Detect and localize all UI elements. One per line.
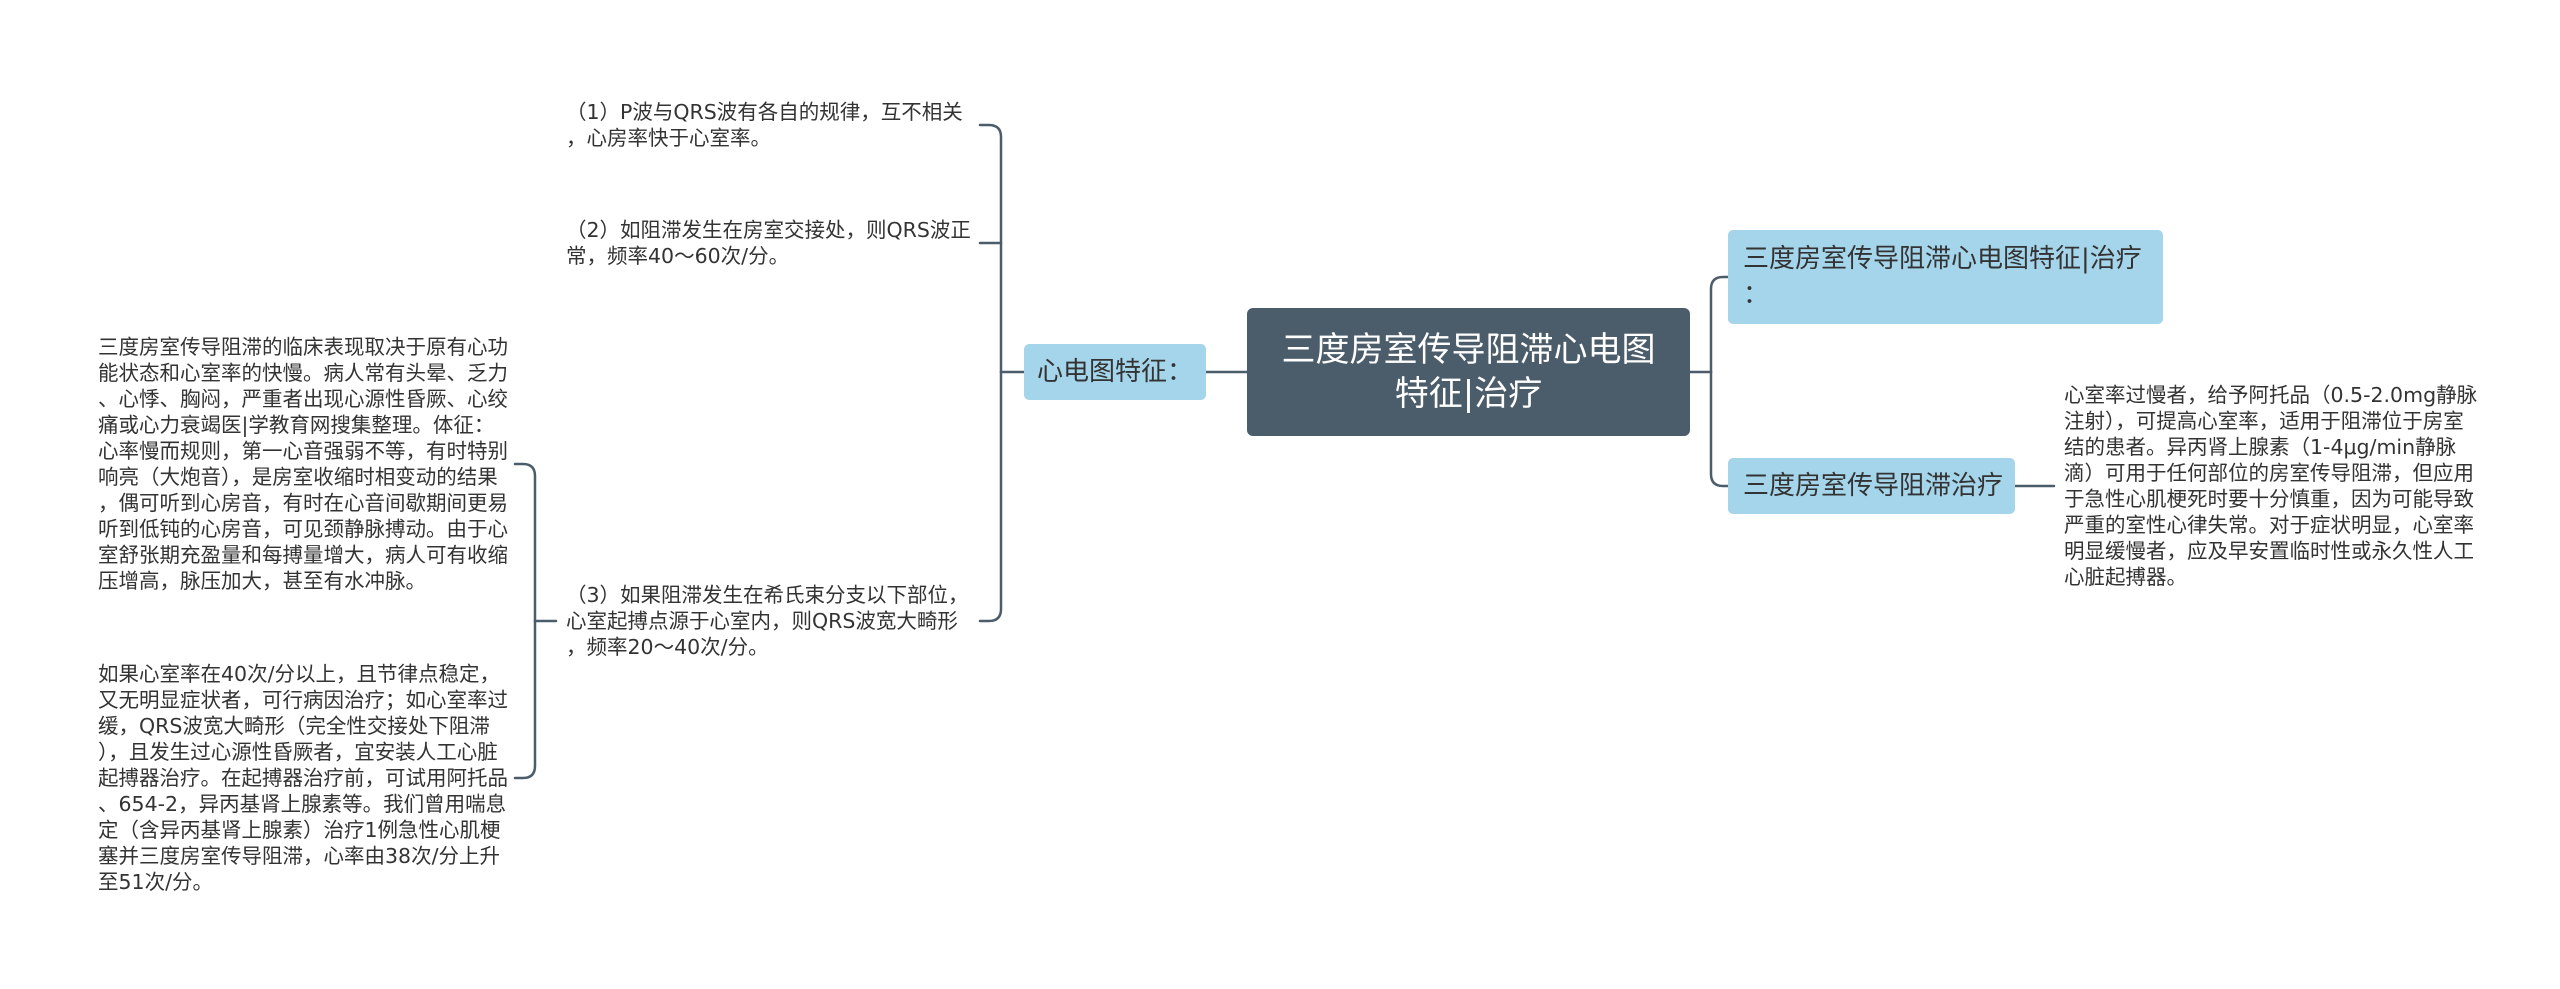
connector-to-right-bottom-branch [1709,370,1730,488]
branch-treatment: 三度房室传导阻滞治疗 [1728,458,2015,514]
leaf-line: 心率慢而规则，第一心音强弱不等，有时特别 [98,439,508,463]
leaf-line: 滴）可用于任何部位的房室传导阻滞，但应用 [2064,461,2474,485]
leaf-line: 听到低钝的心房音，可见颈静脉搏动。由于心 [98,517,508,541]
leaf-line: 明显缓慢者，应及早安置临时性或永久性人工 [2064,539,2474,563]
connector-to-leaf-3 [978,370,1003,623]
leaf-line: 至51次/分。 [98,870,213,894]
leaf-line: 常，频率40～60次/分。 [566,244,790,268]
connector-to-right-top-branch [1709,275,1730,374]
leaf-line: 响亮（大炮音），是房室收缩时相变动的结果 [98,465,498,489]
leaf-line: 三度房室传导阻滞的临床表现取决于原有心功 [98,335,508,359]
leaf-line: ，偶可听到心房音，有时在心音间歇期间更易 [98,491,508,515]
leaf-line: 室舒张期充盈量和每搏量增大，病人可有收缩 [98,543,508,567]
leaf-clinical-manifestation: 三度房室传导阻滞的临床表现取决于原有心功 能状态和心室率的快慢。病人常有头晕、乏… [98,334,508,594]
leaf-line: 心室起搏点源于心室内，则QRS波宽大畸形 [566,609,958,633]
leaf-line: 塞并三度房室传导阻滞，心率由38次/分上升 [98,844,500,868]
branch-ecg-features: 心电图特征： [1024,344,1206,400]
leaf-line: ），且发生过心源性昏厥者，宜安装人工心脏 [98,740,498,764]
branch-ecg-features-treatment: 三度房室传导阻滞心电图特征|治疗 ： [1728,230,2163,324]
leaf-ecg-feature-2: （2）如阻滞发生在房室交接处，则QRS波正 常，频率40～60次/分。 [566,217,971,269]
leaf-line: （3）如果阻滞发生在希氏束分支以下部位， [566,583,969,607]
leaf-line: 痛或心力衰竭医|学教育网搜集整理。体征： [98,413,495,437]
leaf-line: 如果心室率在40次/分以上，且节律点稳定， [98,662,500,686]
leaf-line: 心室率过慢者，给予阿托品（0.5-2.0mg静脉 [2064,383,2478,407]
branch-line: ： [1743,280,1770,310]
leaf-line: 定（含异丙基肾上腺素）治疗1例急性心肌梗 [98,818,501,842]
leaf-line: 注射），可提高心室率，适用于阻滞位于房室 [2064,409,2464,433]
leaf-treatment-note: 如果心室率在40次/分以上，且节律点稳定， 又无明显症状者，可行病因治疗；如心室… [98,661,508,895]
leaf-line: 起搏器治疗。在起搏器治疗前，可试用阿托品 [98,766,508,790]
leaf-line: 压增高，脉压加大，甚至有水冲脉。 [98,569,426,593]
leaf-line: 、心悸、胸闷，严重者出现心源性昏厥、心绞 [98,387,508,411]
central-topic: 三度房室传导阻滞心电图 特征|治疗 [1247,308,1690,436]
leaf-line: 缓，QRS波宽大畸形（完全性交接处下阻滞 [98,714,490,738]
connector-to-clinical-text [513,462,537,623]
leaf-ecg-feature-3: （3）如果阻滞发生在希氏束分支以下部位， 心室起搏点源于心室内，则QRS波宽大畸… [566,582,969,660]
leaf-ecg-feature-1: （1）P波与QRS波有各自的规律，互不相关 ，心房率快于心室率。 [566,99,963,151]
leaf-line: 于急性心肌梗死时要十分慎重，因为可能导致 [2064,487,2474,511]
connector-to-treatment-text [513,619,537,780]
leaf-treatment-detail: 心室率过慢者，给予阿托品（0.5-2.0mg静脉 注射），可提高心室率，适用于阻… [2064,382,2477,590]
leaf-line: ，频率20～40次/分。 [566,635,769,659]
central-topic-line: 三度房室传导阻滞心电图 [1281,330,1656,370]
leaf-line: 、654-2，异丙基肾上腺素等。我们曾用喘息 [98,792,507,816]
leaf-line: （2）如阻滞发生在房室交接处，则QRS波正 [566,218,971,242]
leaf-line: 心脏起搏器。 [2064,565,2187,589]
branch-line: 三度房室传导阻滞心电图特征|治疗 [1743,244,2142,274]
leaf-line: 能状态和心室率的快慢。病人常有头晕、乏力 [98,361,508,385]
leaf-line: 又无明显症状者，可行病因治疗；如心室率过 [98,688,508,712]
leaf-line: 结的患者。异丙肾上腺素（1-4μg/min静脉 [2064,435,2457,459]
leaf-line: 严重的室性心律失常。对于症状明显，心室率 [2064,513,2474,537]
connector-to-leaf-1 [978,123,1003,374]
central-topic-line: 特征|治疗 [1394,374,1543,414]
leaf-line: （1）P波与QRS波有各自的规律，互不相关 [566,100,963,124]
leaf-line: ，心房率快于心室率。 [566,126,771,150]
